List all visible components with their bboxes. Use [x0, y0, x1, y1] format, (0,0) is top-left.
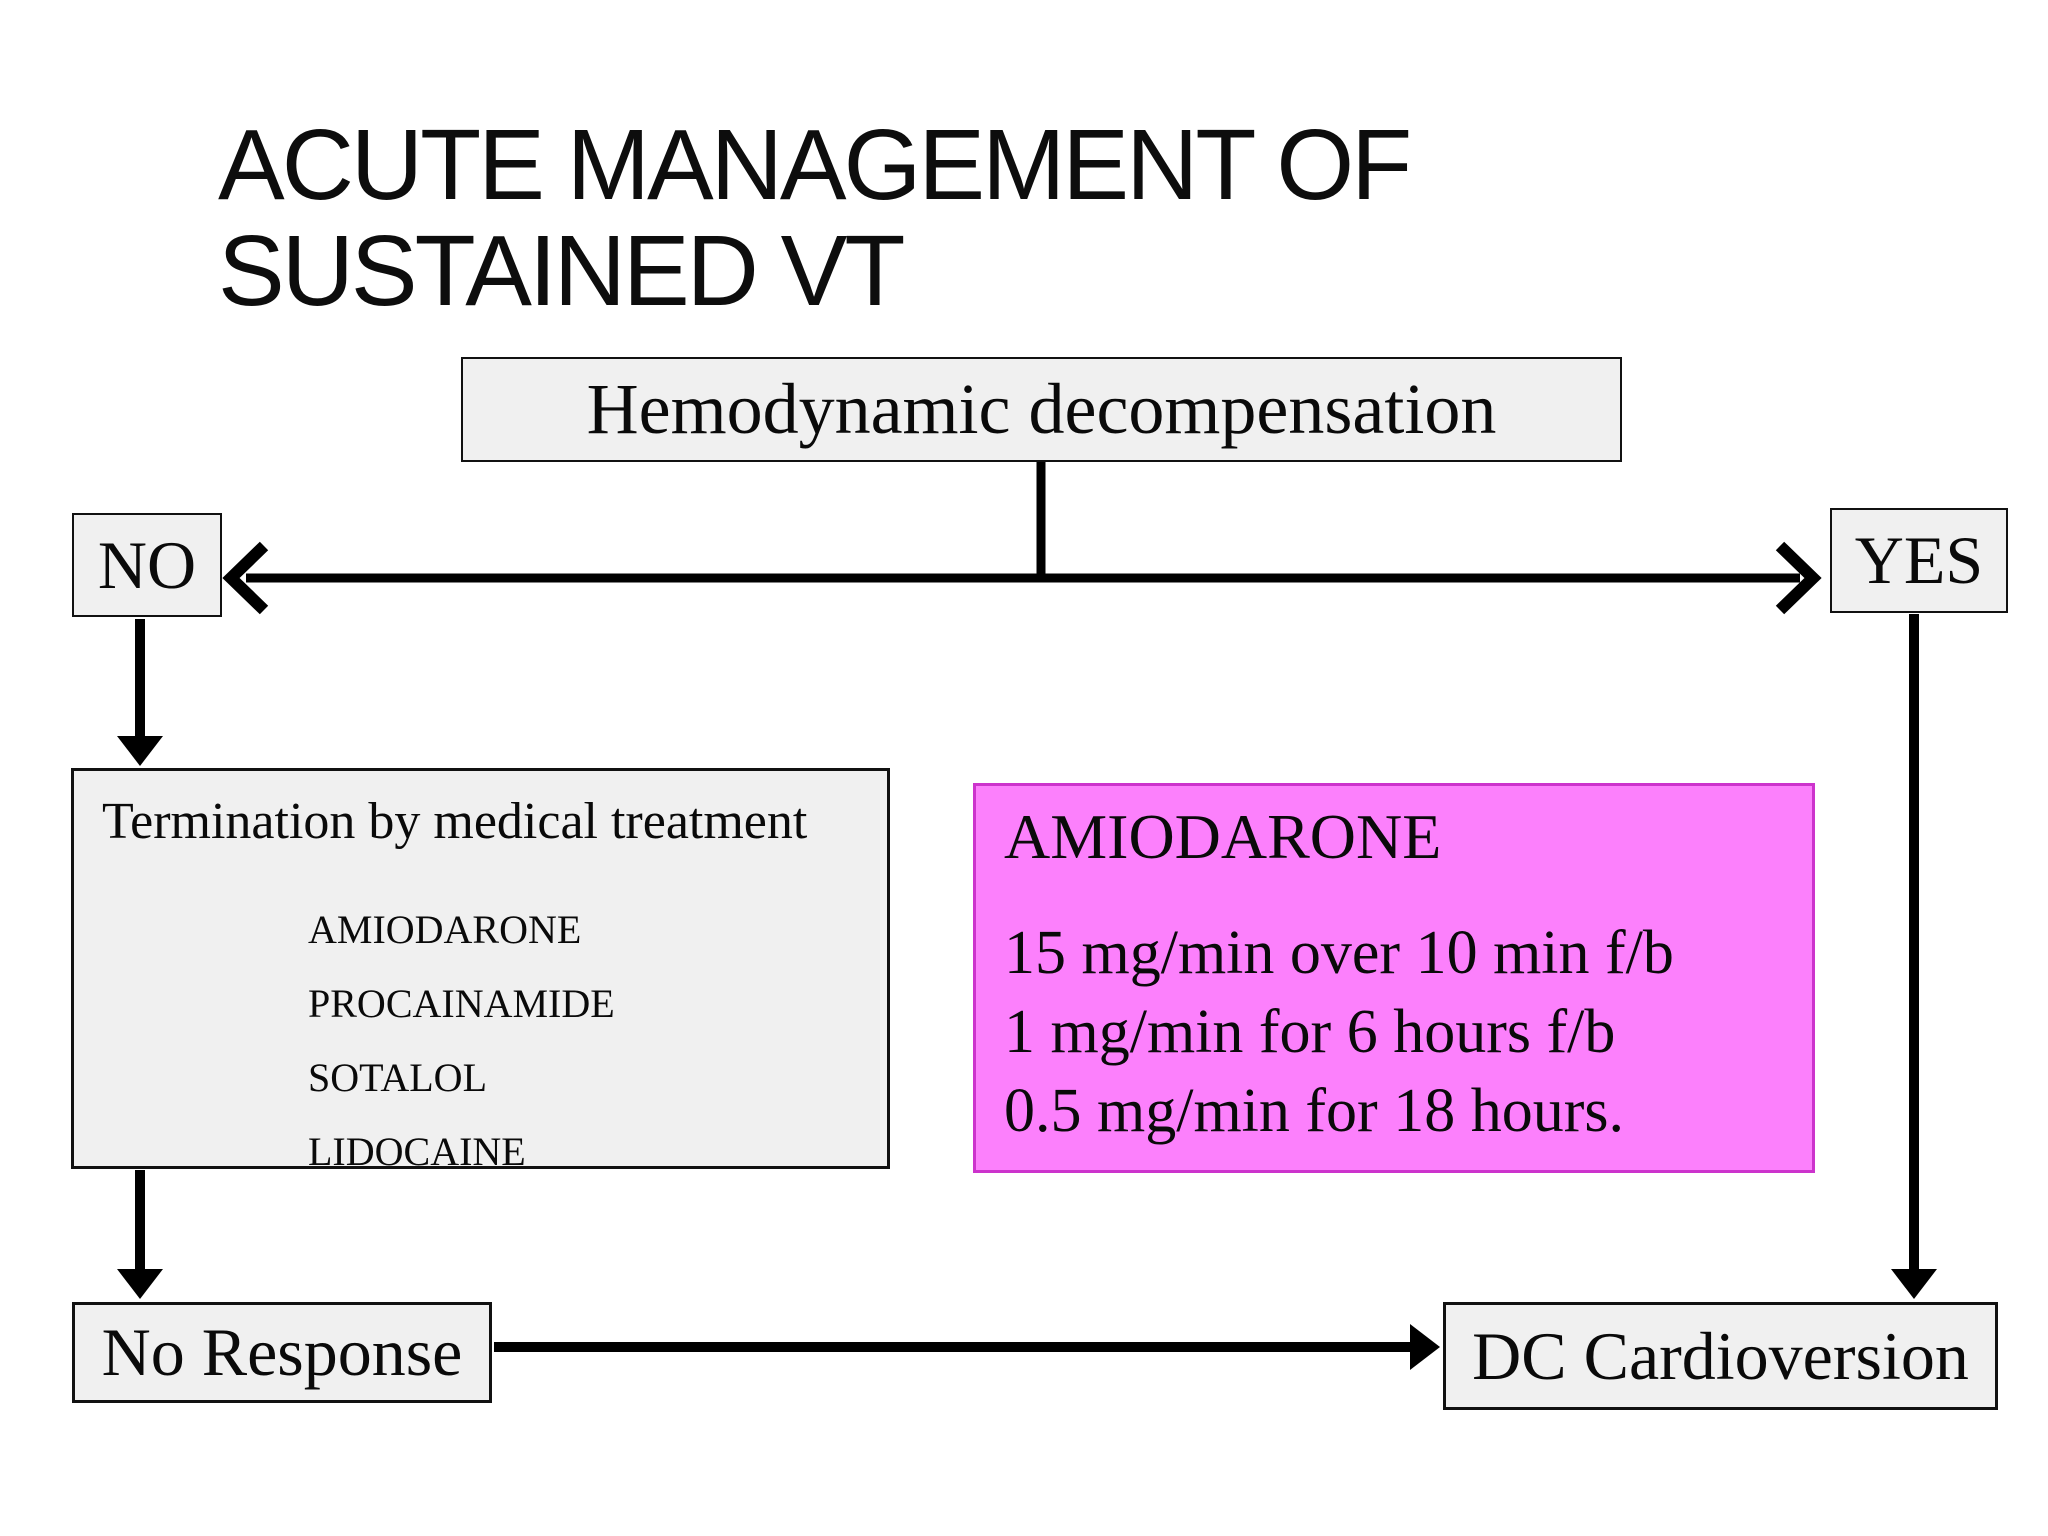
- title-line-2: SUSTAINED VT: [218, 215, 905, 327]
- arrow-no-response-to-dc: [494, 1324, 1440, 1370]
- arrow-no-response-to-dc-head: [1410, 1324, 1440, 1370]
- amiodarone-dose-line-1: 15 mg/min over 10 min f/b: [1004, 919, 1674, 987]
- medical-treatment-header: Termination by medical treatment: [102, 793, 808, 850]
- arrow-medical-to-no-response-head: [117, 1269, 163, 1299]
- drug-procainamide: PROCAINAMIDE: [308, 981, 615, 1026]
- node-amiodarone-protocol: AMIODARONE 15 mg/min over 10 min f/b 1 m…: [973, 783, 1815, 1173]
- node-yes: YES: [1830, 508, 2008, 613]
- arrowhead-to-yes: [1775, 541, 1822, 615]
- arrow-medical-to-no-response: [117, 1170, 163, 1299]
- arrowhead-to-no: [222, 541, 269, 615]
- amiodarone-dose-line-2: 1 mg/min for 6 hours f/b: [1004, 998, 1616, 1066]
- arrow-no-to-medical: [117, 619, 163, 766]
- amiodarone-protocol-header: AMIODARONE: [1004, 801, 1442, 872]
- connector-decision-branch: [222, 541, 1822, 615]
- arrow-yes-to-dc: [1891, 614, 1937, 1299]
- arrow-yes-to-dc-head: [1891, 1269, 1937, 1299]
- node-medical-treatment: Termination by medical treatment AMIODAR…: [71, 768, 890, 1174]
- arrow-no-to-medical-head: [117, 736, 163, 766]
- page-title: ACUTE MANAGEMENT OF SUSTAINED VT: [218, 109, 1412, 327]
- drug-lidocaine: LIDOCAINE: [308, 1129, 526, 1174]
- title-line-1: ACUTE MANAGEMENT OF: [218, 109, 1412, 221]
- amiodarone-dose-line-3: 0.5 mg/min for 18 hours.: [1004, 1077, 1624, 1145]
- drug-sotalol: SOTALOL: [308, 1055, 488, 1100]
- drug-amiodarone: AMIODARONE: [308, 907, 582, 952]
- node-no: NO: [72, 513, 222, 617]
- node-dc-cardioversion: DC Cardioversion: [1443, 1302, 1998, 1410]
- node-hemodynamic-decompensation: Hemodynamic decompensation: [461, 357, 1622, 462]
- node-no-response: No Response: [72, 1302, 492, 1403]
